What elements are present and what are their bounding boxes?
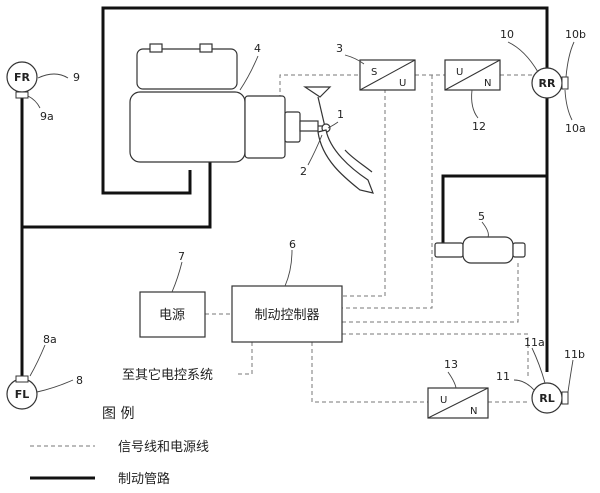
- converter-13: U N: [427, 387, 489, 419]
- num-13: 13: [444, 358, 458, 371]
- num-11: 11: [496, 370, 510, 383]
- num-8a: 8a: [43, 333, 57, 346]
- legend-signal-line: 信号线和电源线: [118, 440, 209, 455]
- actuator-5: [434, 236, 526, 264]
- pipe-top-loop: [101, 90, 192, 195]
- wheel-fr: FR: [6, 61, 38, 99]
- pipe-rr-down: [441, 98, 549, 243]
- wheel-rl: RL: [531, 382, 569, 414]
- num-3: 3: [336, 42, 343, 55]
- reference-numbers: 9 9a 4 3 1 2 10 10b 10a 12 5 6 7 8a 8 13…: [40, 28, 586, 387]
- brake-pipes: [20, 6, 549, 376]
- num-1: 1: [337, 108, 344, 121]
- controller-label: 制动控制器: [254, 308, 319, 323]
- converter-3-top: S: [371, 67, 377, 78]
- num-11a: 11a: [524, 336, 545, 349]
- num-10: 10: [500, 28, 514, 41]
- num-9a: 9a: [40, 110, 54, 123]
- converter-3: S U: [359, 59, 416, 91]
- legend: 图 例 信号线和电源线 制动管路: [30, 406, 209, 487]
- converter-12-bottom: N: [484, 78, 491, 89]
- num-8: 8: [76, 374, 83, 387]
- num-6: 6: [289, 238, 296, 251]
- num-7: 7: [178, 250, 185, 263]
- converter-12: U N: [444, 59, 501, 91]
- power-label: 电源: [159, 308, 185, 323]
- wheel-fr-label: FR: [14, 71, 31, 84]
- wheel-fl: FL: [6, 375, 38, 410]
- wheel-rl-label: RL: [539, 392, 554, 405]
- legend-brake-pipe: 制动管路: [118, 471, 170, 487]
- pipe-front-cross: [22, 155, 212, 229]
- converter-13-bottom: N: [470, 406, 477, 417]
- num-10b: 10b: [565, 28, 586, 41]
- converter-3-bottom: U: [399, 78, 406, 89]
- wheel-rr-label: RR: [539, 77, 556, 90]
- num-4: 4: [254, 42, 261, 55]
- leader-lines: [27, 41, 575, 393]
- master-cylinder: [129, 43, 328, 163]
- other-systems-label: 至其它电控系统: [122, 367, 213, 383]
- legend-title: 图 例: [102, 406, 134, 422]
- num-9: 9: [73, 71, 80, 84]
- converter-12-top: U: [456, 67, 463, 78]
- num-10a: 10a: [565, 122, 586, 135]
- power-box: 电源: [139, 291, 206, 338]
- num-2: 2: [300, 165, 307, 178]
- brake-pedal: [303, 86, 374, 194]
- num-12: 12: [472, 120, 486, 133]
- num-5: 5: [478, 210, 485, 223]
- wheel-rr: RR: [531, 67, 569, 99]
- num-11b: 11b: [564, 348, 585, 361]
- wheel-fl-label: FL: [15, 388, 30, 401]
- converter-13-top: U: [440, 395, 447, 406]
- controller-box: 制动控制器: [231, 285, 343, 343]
- pipe-master-to-rr: [101, 6, 549, 90]
